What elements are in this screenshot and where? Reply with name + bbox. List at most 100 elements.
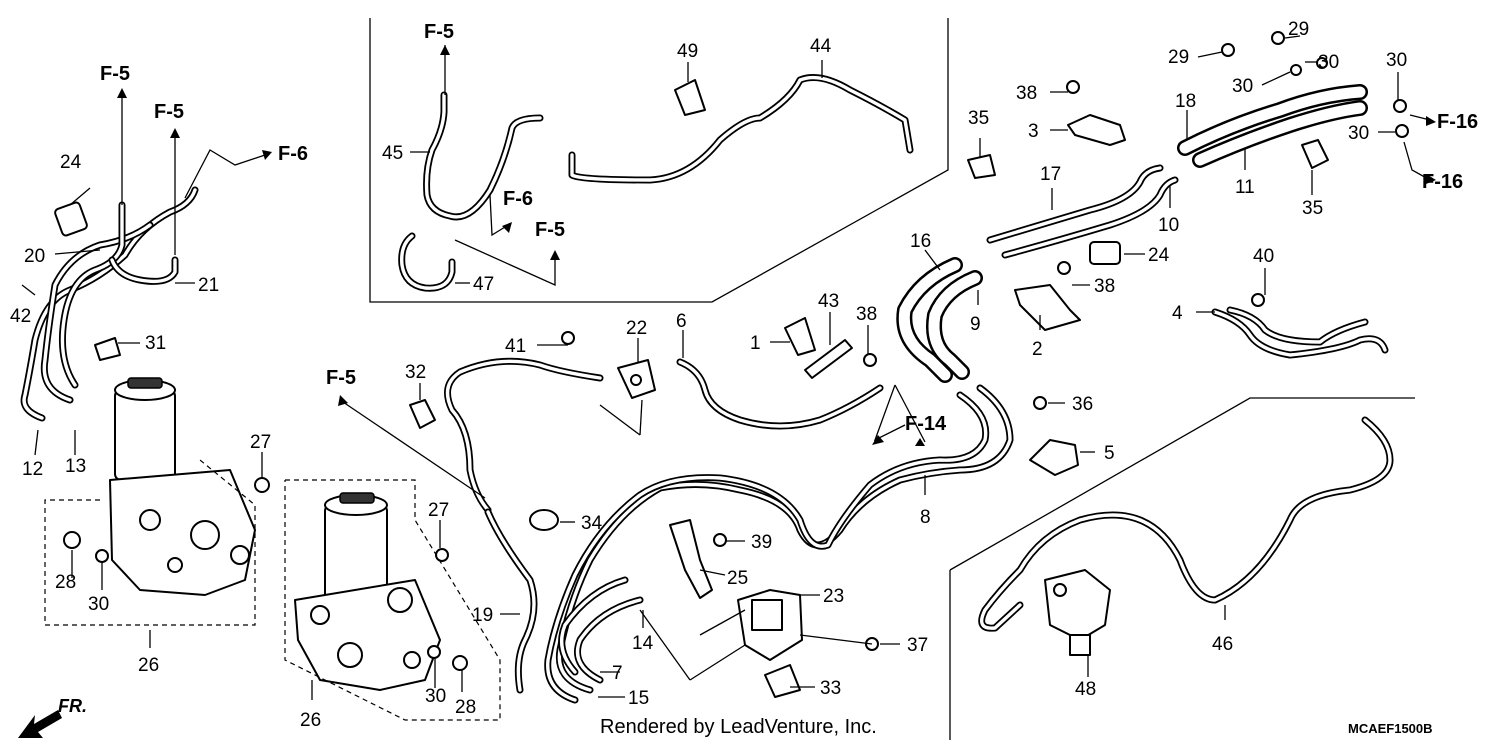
callout-18: 18: [1175, 91, 1196, 112]
joint-22: [617, 359, 656, 399]
callout-25: 25: [727, 568, 748, 589]
callout-41: 41: [505, 336, 526, 357]
ref-f6-left: F-6: [278, 143, 308, 165]
clip-32: [409, 399, 436, 429]
bolts: [63, 31, 1409, 671]
ref-f14: F-14: [905, 413, 947, 435]
callout-7: 7: [612, 663, 623, 684]
pipe-4: [1211, 306, 1389, 359]
callout-24a: 24: [60, 152, 82, 173]
callout-19: 19: [472, 605, 493, 626]
callout-numbers: 1 2 3 4 5 6 7 8 9 10 11 12 13 14 15 16 1…: [10, 19, 1407, 731]
callout-23: 23: [823, 586, 844, 607]
callout-36: 36: [1072, 394, 1093, 415]
callout-14: 14: [632, 633, 654, 654]
callout-20: 20: [24, 246, 45, 267]
callout-46: 46: [1212, 634, 1233, 655]
ref-f16-top: F-16: [1437, 111, 1478, 133]
callout-34: 34: [581, 513, 603, 534]
callout-27b: 27: [428, 500, 449, 521]
section-refs: F-5 F-5 F-6 F-5 F-6 F-5 F-5 F-14 F-16 F-…: [100, 21, 1478, 435]
pipe-8: [544, 384, 1014, 704]
diagram-code: MCAEF1500B: [1348, 721, 1433, 736]
pipe-17: [986, 164, 1179, 259]
callout-2: 2: [1032, 339, 1043, 360]
callout-47: 47: [473, 274, 494, 295]
callout-38b: 38: [856, 304, 877, 325]
callout-28a: 28: [55, 572, 76, 593]
callout-6: 6: [676, 311, 687, 332]
pipe-main-41: [444, 357, 604, 514]
callout-45: 45: [382, 143, 403, 164]
callout-16: 16: [910, 231, 931, 252]
front-direction-arrow: [18, 710, 62, 738]
callout-39: 39: [751, 532, 772, 553]
callout-11: 11: [1235, 177, 1255, 198]
callout-28b: 28: [455, 697, 476, 718]
ref-f5-left: F-5: [100, 63, 130, 85]
clip-33: [764, 664, 801, 698]
pipe-44: [568, 74, 914, 184]
callout-33: 33: [820, 678, 841, 699]
ref-f5-left2: F-5: [154, 101, 184, 123]
callout-38a: 38: [1016, 83, 1037, 104]
clamp-5: [1029, 439, 1079, 476]
callout-30b: 30: [425, 686, 446, 707]
callout-8: 8: [920, 507, 931, 528]
callout-1: 1: [750, 333, 761, 354]
clip-24a: [54, 201, 88, 237]
grommet-34: [529, 509, 559, 531]
abs-modulator-left: [109, 377, 256, 596]
callout-49: 49: [677, 41, 698, 62]
pipe-6: [676, 358, 884, 430]
callout-26a: 26: [138, 655, 159, 676]
clip-31: [94, 337, 121, 361]
clip-35a: [967, 154, 996, 179]
callout-3: 3: [1028, 121, 1039, 142]
callout-44: 44: [810, 36, 832, 57]
callout-43: 43: [818, 291, 839, 312]
front-direction-label: FR.: [58, 696, 87, 716]
hose-18: [1177, 84, 1368, 156]
ref-f5-inset-top: F-5: [424, 21, 454, 43]
valve-48: [1044, 569, 1111, 656]
callout-29b: 29: [1288, 19, 1309, 40]
callout-30c: 30: [1232, 76, 1253, 97]
callout-30d: 30: [1318, 52, 1339, 73]
pipe-46: [978, 416, 1394, 632]
callout-4: 4: [1172, 303, 1183, 324]
pipe-47: [398, 232, 456, 292]
hose-16: [896, 257, 963, 383]
clip-24b: [1089, 241, 1121, 265]
callout-30a: 30: [88, 594, 109, 615]
bracket-25: [669, 519, 713, 599]
callout-30f: 30: [1348, 123, 1369, 144]
callout-5: 5: [1104, 443, 1115, 464]
clamp-3: [1067, 114, 1126, 146]
callout-9: 9: [970, 314, 981, 335]
ref-f5-inset-bottom: F-5: [535, 219, 565, 241]
clamp-2: [1014, 284, 1081, 331]
pressure-valve-23: [737, 589, 803, 661]
callout-40: 40: [1253, 246, 1274, 267]
callout-35a: 35: [968, 108, 989, 129]
callout-22: 22: [626, 318, 647, 339]
callout-13: 13: [65, 456, 86, 477]
pipe-21: [108, 256, 179, 285]
pipe-45: [423, 91, 544, 221]
clamp-49: [674, 79, 706, 116]
callout-32: 32: [405, 362, 426, 383]
callout-15: 15: [628, 688, 649, 709]
callout-38c: 38: [1094, 276, 1115, 297]
callout-24b: 24: [1148, 245, 1170, 266]
inset-box: [369, 18, 949, 303]
hose-11: [1192, 100, 1368, 168]
ref-f16-bottom: F-16: [1422, 171, 1463, 193]
callout-30e: 30: [1386, 50, 1407, 71]
callout-26b: 26: [300, 710, 321, 731]
arrowheads: [117, 45, 1436, 446]
ref-f5-middle: F-5: [326, 367, 356, 389]
callout-37: 37: [907, 635, 928, 656]
callout-35b: 35: [1302, 198, 1323, 219]
group-lines: [44, 397, 1415, 740]
